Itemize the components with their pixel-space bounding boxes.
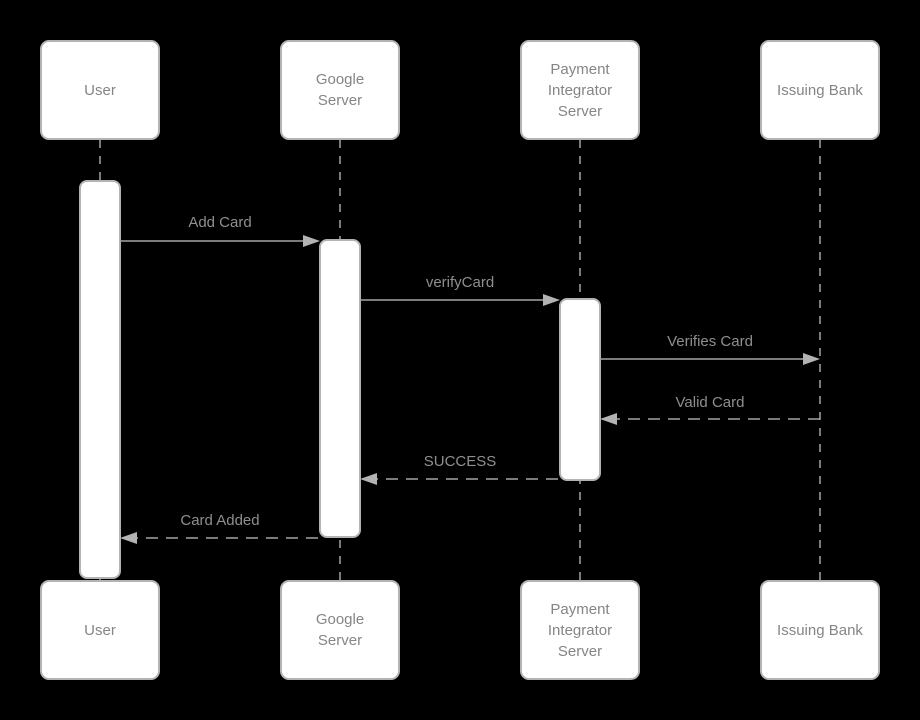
arrowhead-verifies-card bbox=[803, 353, 820, 365]
actor-box-user-bottom: User bbox=[40, 580, 160, 680]
actor-box-payment-integrator-server-top: Payment Integrator Server bbox=[520, 40, 640, 140]
arrowhead-card-added bbox=[120, 532, 137, 544]
actor-label: Issuing Bank bbox=[777, 81, 863, 99]
actor-label: Google Server bbox=[315, 611, 365, 649]
actor-label: Payment Integrator Server bbox=[547, 600, 613, 660]
actor-label: User bbox=[84, 81, 116, 99]
actor-label: Google Server bbox=[315, 71, 365, 109]
actor-box-google-server-top: Google Server bbox=[280, 40, 400, 140]
actor-box-issuing-bank-top: Issuing Bank bbox=[760, 40, 880, 140]
arrowhead-success bbox=[360, 473, 377, 485]
message-label-valid-card: Valid Card bbox=[675, 394, 745, 411]
message-label-verifies-card: Verifies Card bbox=[667, 333, 753, 350]
actor-box-google-server-bottom: Google Server bbox=[280, 580, 400, 680]
actor-label: Payment Integrator Server bbox=[547, 60, 613, 120]
actor-label: Issuing Bank bbox=[777, 621, 863, 639]
activation-bar-google-server bbox=[319, 239, 361, 538]
activation-bar-user bbox=[79, 180, 121, 579]
message-label-add-card: Add Card bbox=[188, 214, 252, 231]
message-label-card-added: Card Added bbox=[180, 512, 260, 529]
arrowhead-add-card bbox=[303, 235, 320, 247]
arrowhead-valid-card bbox=[600, 413, 617, 425]
activation-bar-payment-integrator-server bbox=[559, 298, 601, 481]
actor-label: User bbox=[84, 621, 116, 639]
actor-box-payment-integrator-server-bottom: Payment Integrator Server bbox=[520, 580, 640, 680]
actor-box-user-top: User bbox=[40, 40, 160, 140]
message-label-success: SUCCESS bbox=[423, 453, 497, 470]
arrowhead-verifycard bbox=[543, 294, 560, 306]
message-label-verifycard: verifyCard bbox=[425, 274, 495, 291]
actor-box-issuing-bank-bottom: Issuing Bank bbox=[760, 580, 880, 680]
